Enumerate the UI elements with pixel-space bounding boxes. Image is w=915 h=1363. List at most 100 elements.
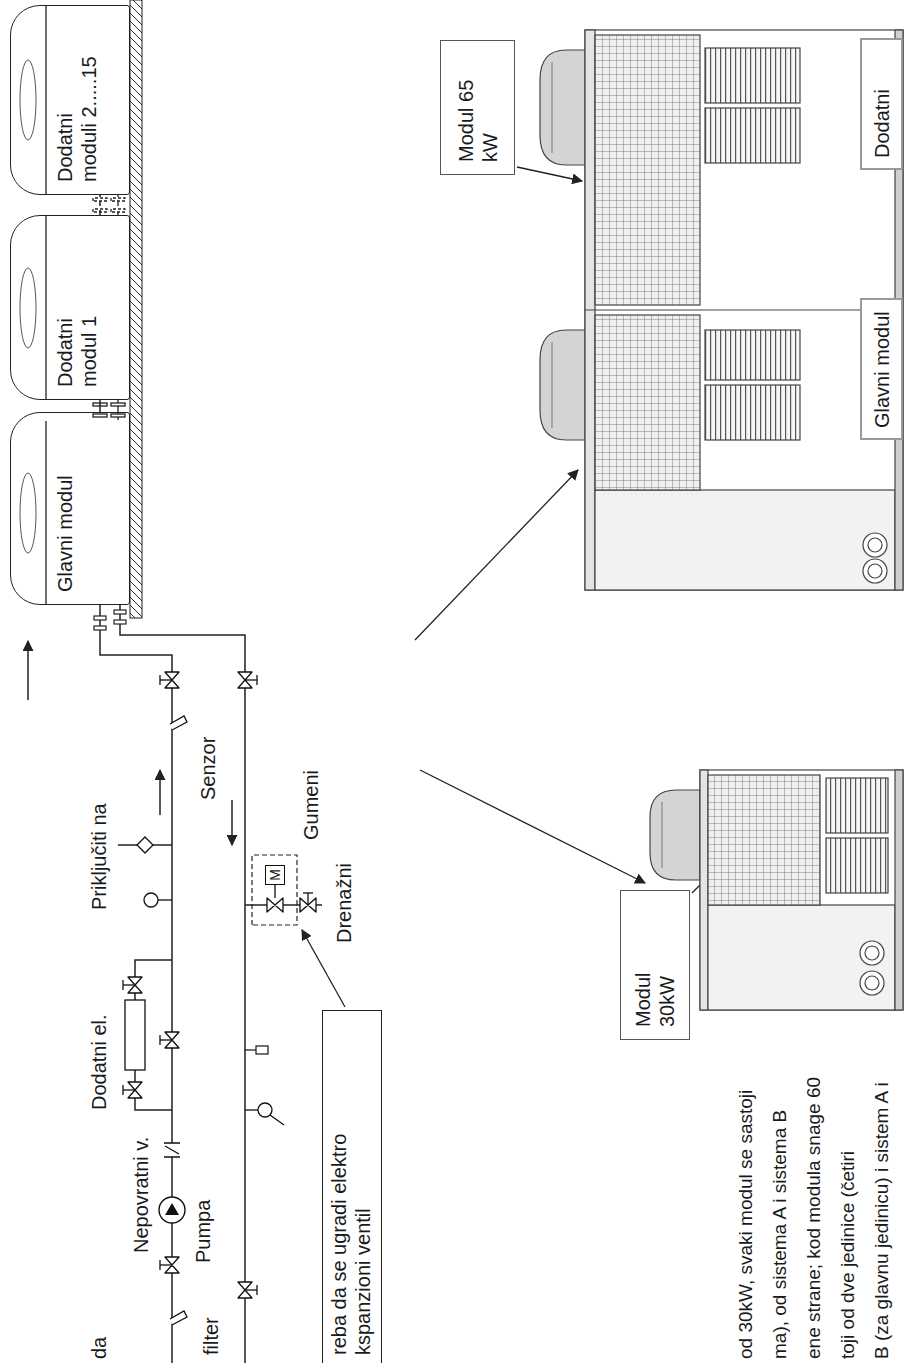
- expansion-valve-group: [252, 855, 297, 925]
- gauge-symbol: [158, 899, 172, 900]
- chiller-30kw-picture: [860, 941, 884, 965]
- pipes: [120, 605, 245, 1363]
- part-label: Senzor: [197, 737, 220, 800]
- check-valve: [164, 1143, 180, 1157]
- chiller-65kw-picture: [585, 30, 903, 590]
- label-box: Dodatni: [860, 38, 903, 170]
- part-label: Pumpa: [192, 1200, 215, 1263]
- part-label: filter: [200, 1317, 223, 1355]
- valves: [123, 672, 316, 1298]
- note-line: ma), od sistema A i sistema B: [769, 1110, 791, 1359]
- valves: [300, 893, 316, 912]
- chiller-30kw-picture: [700, 770, 903, 1010]
- flow-arrows: [159, 770, 161, 815]
- chiller-65kw-picture: [705, 108, 800, 163]
- pipe-connector: [99, 400, 101, 412]
- chiller-65kw-picture: [595, 315, 700, 490]
- gauge-symbol: [144, 893, 284, 1125]
- chiller-65kw-picture: [863, 533, 887, 557]
- node-text: Glavni modul: [53, 427, 77, 592]
- chiller-30kw-picture: [826, 778, 888, 833]
- rubber-joints: [94, 626, 106, 630]
- node-text: Modul 65 kW: [454, 67, 502, 162]
- module-box: Dodatni moduli 2.....15: [10, 5, 130, 195]
- part-label: da: [88, 1337, 111, 1359]
- chiller-65kw-picture: [540, 330, 590, 440]
- module-box: Dodatni modul 1: [10, 215, 130, 400]
- module-couplings: [111, 198, 125, 201]
- module-cap-lines: [45, 216, 46, 399]
- expansion-valve-group: [267, 898, 283, 912]
- valves: [123, 977, 142, 993]
- gauge-symbol: [270, 1115, 284, 1125]
- part-label: Drenažni: [333, 863, 356, 943]
- callout-box: reba da se ugradi elektro kspanzioni ven…: [322, 1010, 382, 1363]
- chiller-65kw-picture: [595, 35, 700, 305]
- chiller-30kw-picture: [865, 946, 879, 960]
- leader-line: [517, 167, 582, 181]
- note-line: od 30kW, svaki modul se sastoji: [735, 1090, 757, 1359]
- label-box: Modul 65 kW: [440, 40, 515, 175]
- label-box: Glavni modul: [860, 298, 903, 440]
- heater-symbol: [125, 1000, 145, 1070]
- label-box: Modul 30kW: [620, 890, 690, 1040]
- module-cap-lines: [45, 421, 46, 604]
- ground-hatch: [130, 0, 142, 618]
- sensor-symbol: [137, 837, 153, 853]
- strainers: [170, 1311, 187, 1325]
- note-line: ene strane; kod modula snage 60: [803, 1077, 825, 1359]
- chiller-65kw-picture: [585, 309, 903, 310]
- part-label: Dodatni el.: [88, 1014, 111, 1110]
- expansion-valve-group: [252, 855, 297, 925]
- module-cap-lines: [45, 6, 46, 194]
- chiller-30kw-picture: [650, 790, 700, 880]
- node-text: reba da se ugradi elektro kspanzioni ven…: [327, 1093, 375, 1355]
- pointer-arrow: [27, 641, 29, 700]
- module-fans: [20, 268, 36, 348]
- module-couplings: [93, 198, 107, 201]
- node-text: Dodatni: [870, 48, 894, 158]
- chiller-65kw-picture: [595, 490, 895, 590]
- node-text: Dodatni modul 1: [53, 287, 101, 387]
- chiller-65kw-picture: [868, 538, 882, 552]
- chiller-30kw-picture: [865, 976, 879, 990]
- node-text: Dodatni moduli 2.....15: [53, 52, 101, 182]
- part-label: Priključiti na: [88, 803, 111, 910]
- gauge-symbol: [245, 1109, 258, 1110]
- pipes: [100, 605, 322, 1363]
- valves: [160, 1032, 179, 1048]
- module-fans: [20, 60, 36, 553]
- valves: [160, 672, 179, 688]
- chiller-30kw-picture: [826, 838, 888, 893]
- chiller-65kw-picture: [863, 559, 887, 583]
- note-line: toji od dve jedinice (četiri: [837, 1151, 859, 1359]
- chiller-65kw-picture: [540, 50, 590, 165]
- gauge-symbol: [144, 893, 158, 907]
- strainers: [170, 716, 187, 1325]
- motor-box: M: [265, 865, 285, 885]
- module-box: Glavni modul: [10, 412, 130, 605]
- flow-arrows: [160, 770, 232, 845]
- pump-symbol: [159, 1197, 185, 1223]
- valves: [238, 672, 257, 688]
- part-label: Gumeni: [300, 770, 323, 840]
- thermometer-symbol: [245, 1049, 256, 1050]
- chiller-30kw-picture: [860, 971, 884, 995]
- chiller-65kw-picture: [540, 30, 903, 590]
- thermometer-symbol: [256, 1046, 268, 1054]
- chiller-65kw-picture: [868, 564, 882, 578]
- flow-arrows: [231, 800, 233, 845]
- chiller-65kw-picture: [551, 62, 552, 428]
- pipe-connector: [99, 195, 101, 215]
- chiller-30kw-picture: [895, 770, 903, 1010]
- node-text: M: [268, 869, 282, 881]
- module-fans: [20, 473, 36, 553]
- module-couplings: [111, 414, 125, 417]
- note-line: B (za glavnu jedinicu) i sistem A i: [871, 1082, 893, 1359]
- strainers: [170, 716, 187, 730]
- thermometer-symbol: [245, 1046, 268, 1054]
- leader-line: [415, 470, 578, 640]
- expansion-valve-group: [274, 885, 275, 898]
- module-couplings: [111, 209, 125, 212]
